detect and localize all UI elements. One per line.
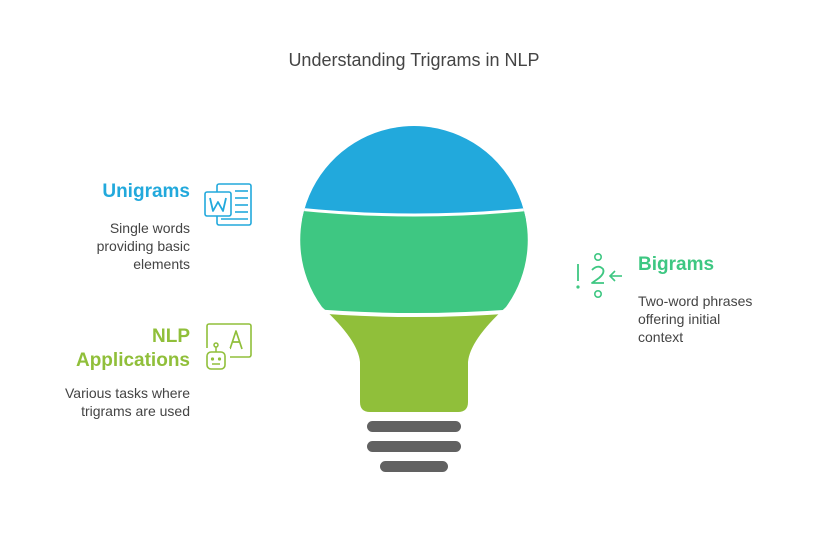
bulb-base-ring-3 [380, 461, 448, 472]
unigrams-description: Single words providing basic elements [96, 220, 190, 272]
robot-text-icon [204, 323, 252, 372]
bulb-base-ring-1 [367, 421, 461, 432]
word-document-icon [204, 183, 252, 226]
bulb-base-ring-2 [367, 441, 461, 452]
bulb-lower-segment [300, 310, 528, 412]
unigrams-heading: Unigrams [102, 181, 190, 202]
bulb-middle-segment [300, 207, 528, 313]
applications-heading: NLP Applications [75, 326, 190, 371]
ordered-sequence-icon [576, 252, 622, 298]
bigrams-heading: Bigrams [638, 254, 715, 275]
applications-description: Various tasks where trigrams are used [64, 385, 190, 419]
bulb-top-segment [300, 126, 528, 220]
diagram-title: Understanding Trigrams in NLP [288, 50, 540, 70]
bigrams-description: Two-word phrases offering initial contex… [638, 293, 753, 345]
